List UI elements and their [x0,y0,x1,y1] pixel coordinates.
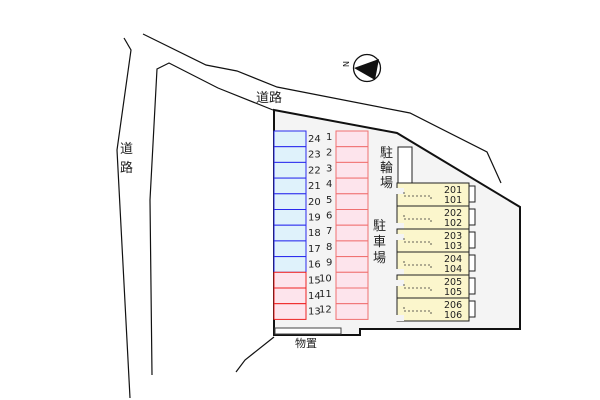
parking-stall [335,209,369,226]
stall-number: 13 [308,307,321,318]
parking-stall [273,271,307,289]
parking-stall [273,240,307,258]
road-label-top: 道路 [256,90,282,106]
unit-number-upper: 204 [444,254,462,265]
stall-number: 21 [308,181,321,192]
unit-number-lower: 106 [444,310,462,321]
stair-line [403,238,432,246]
stall-number: 4 [326,179,332,190]
parking-stall [335,193,369,211]
stall-number: 2 [326,148,332,159]
stall-number: 3 [326,163,332,174]
parking-stall [335,303,369,320]
unit-number-lower: 104 [444,264,462,275]
stall-number: 11 [319,289,332,300]
stall-number: 6 [326,211,332,222]
unit-number-upper: 202 [444,208,462,219]
road-edge-upper [142,33,502,184]
parking-stall [335,287,369,305]
parking-stall [335,271,369,289]
parking-stall [335,130,369,148]
stall-number: 12 [319,305,332,316]
parking-stall [273,177,307,195]
stair-line [403,307,432,315]
storage-label: 物置 [295,336,317,350]
entrance-notch [395,234,404,240]
parking-stall [273,287,307,305]
unit-number-lower: 103 [444,241,462,252]
entrance-notch [395,269,404,275]
stall-number: 5 [326,195,332,206]
entrance-notch [395,315,404,321]
road-edge-inner [149,62,274,376]
parking-stall [335,240,369,258]
stall-number: 16 [308,260,321,271]
parking-stall [273,161,307,179]
north-compass-icon [352,53,382,83]
unit-number-lower: 101 [444,195,462,206]
parking-stall [335,224,369,242]
storage-shed [274,327,342,335]
parking-stall [273,130,307,148]
road-label-left-2: 路 [120,160,133,176]
stall-number: 20 [308,197,321,208]
stall-number: 10 [319,273,332,284]
stair-line [403,284,432,292]
parking-stall [273,256,307,273]
parking-stall [273,193,307,211]
parking-stall [335,146,369,163]
stall-number: 19 [308,213,321,224]
parking-stall [335,161,369,179]
car-parking-label-3: 場 [373,251,386,266]
bicycle-parking-label-1: 駐 [380,146,393,161]
bicycle-parking-label-3: 場 [380,176,393,191]
stall-number: 22 [308,165,321,176]
stall-number: 18 [308,228,321,239]
balcony [468,185,476,203]
stair-line [403,215,432,223]
car-parking-label-1: 駐 [373,219,386,234]
bicycle-parking-area [397,146,413,184]
parking-stall [335,177,369,195]
car-parking-label-2: 車 [373,235,386,250]
balcony [468,254,476,272]
stall-number: 1 [326,132,332,143]
stall-number: 24 [308,134,321,145]
unit-number-upper: 205 [444,277,462,288]
road-label-left-1: 道 [120,142,133,157]
entrance-notch [395,188,404,194]
entrance-notch [395,280,404,286]
stall-number: 15 [308,275,321,286]
stall-number: 14 [308,291,321,302]
entrance-notch [395,223,404,229]
parking-stall [273,209,307,226]
balcony [468,300,476,318]
unit-number-lower: 102 [444,218,462,229]
stall-number: 23 [308,150,321,161]
stall-number: 8 [326,242,332,253]
parking-stall [273,303,307,320]
unit-number-upper: 206 [444,300,462,311]
parking-stall [273,146,307,163]
balcony [468,208,476,226]
unit-number-upper: 203 [444,231,462,242]
balcony [468,277,476,295]
balcony [468,231,476,249]
road-edge-bottom [235,336,275,373]
parking-stall [335,256,369,273]
bicycle-parking-label-2: 輪 [380,160,393,176]
unit-number-lower: 105 [444,287,462,298]
stall-number: 17 [308,244,321,255]
stair-line [403,261,432,269]
stall-number: 9 [326,258,332,269]
unit-number-upper: 201 [444,185,462,196]
north-label: N [342,61,351,67]
stall-number: 7 [326,226,332,237]
road-edge-lower [116,37,132,399]
stair-line [403,192,432,200]
parking-stall [273,224,307,242]
